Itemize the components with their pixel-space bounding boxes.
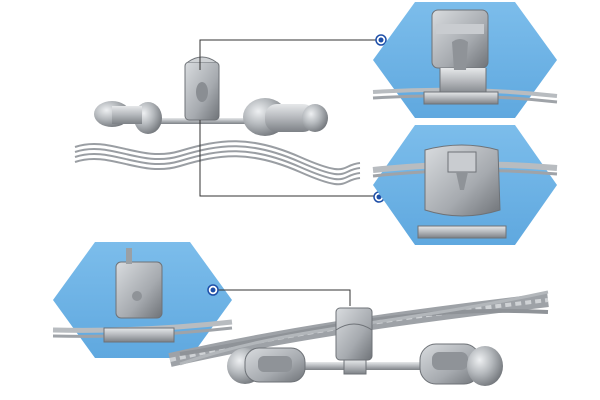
bottom-clamp: [335, 307, 373, 375]
callout-dot-1: [375, 34, 387, 46]
callout-bottom-left-hexagon: [52, 242, 233, 358]
right-weight: [243, 98, 328, 136]
armor-rods: [74, 140, 361, 186]
callout-lines-top: [199, 39, 378, 197]
bottom-damper: [168, 290, 549, 386]
callout-middle-right-hexagon: [372, 125, 558, 245]
clamp-closeup-bottom-icon: [52, 248, 233, 343]
messenger-rod: [150, 118, 260, 124]
left-weight-bottom: [227, 347, 306, 384]
clamp-closeup-side-icon: [372, 144, 558, 239]
callout-dot-3: [207, 284, 219, 296]
top-clamp: [184, 56, 220, 121]
top-damper: [74, 56, 361, 186]
right-weight-bottom: [419, 343, 503, 386]
left-weight: [94, 101, 162, 134]
messenger-rod-bottom: [250, 362, 430, 370]
callout-top-right-hexagon: [372, 2, 558, 118]
callout-line-bottom: [218, 289, 351, 306]
clamp-closeup-top-icon: [372, 9, 558, 105]
